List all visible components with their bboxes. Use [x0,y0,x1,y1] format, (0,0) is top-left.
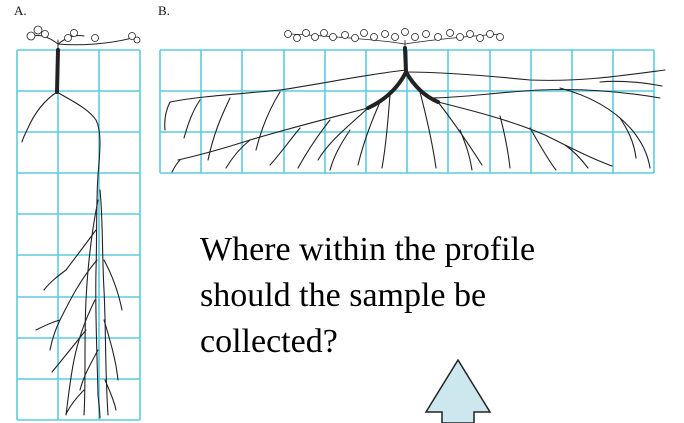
panel-b [159,28,666,174]
question-line: should the sample be [200,277,487,314]
panel-a-plant [26,25,141,51]
question-text: Where within the profile should the samp… [200,227,660,365]
panel-a-label: A. [14,3,27,18]
taproot-crown [55,48,60,94]
panel-a [16,25,141,421]
root-crown [366,46,440,110]
question-line: Where within the profile [200,231,536,268]
plant-icon [33,35,133,51]
panel-b-plant [284,28,504,48]
up-arrow-icon [424,358,492,423]
panel-a-grid [16,49,141,421]
panel-a-roots [21,48,123,419]
panel-b-roots [164,46,666,173]
panel-b-label: B. [158,3,170,18]
question-line: collected? [200,323,338,360]
